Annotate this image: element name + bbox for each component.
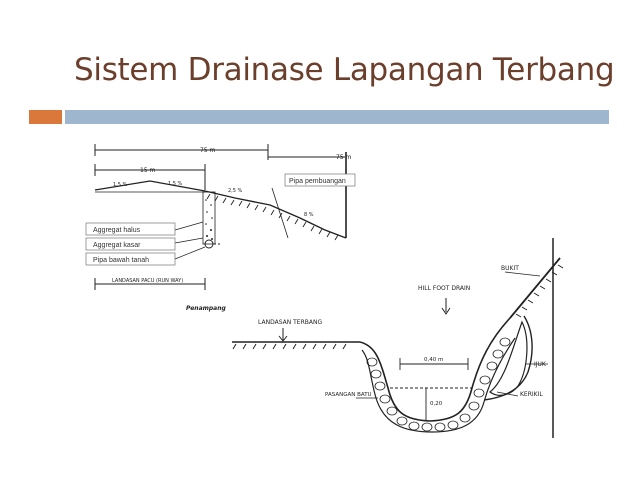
label-fibre: IJUK: [534, 361, 547, 368]
gravel-layer: [489, 320, 528, 396]
label-slope-left: 1,5 %: [113, 182, 128, 188]
label-slope-right: 1,5 %: [168, 181, 183, 187]
label-hill: BUKIT: [501, 265, 519, 272]
subdrain-trench: [202, 191, 216, 245]
label-pipe-outlet: Pipa pembuangan: [289, 178, 346, 185]
hill-slope: [509, 257, 561, 319]
subdrain-pipe: [204, 239, 214, 249]
title-underline-bar: [65, 110, 609, 124]
label-hill-foot-drain: HILL FOOT DRAIN: [418, 285, 470, 292]
label-underground-pipe: Pipa bawah tanah: [93, 257, 149, 264]
label-dim-right: 75 m: [336, 154, 352, 161]
slope-ground: [204, 190, 347, 239]
label-width: 0,40 m: [424, 357, 443, 363]
box-underground-pipe: [85, 252, 176, 266]
label-coarse-aggregate: Aggregat kasar: [93, 242, 141, 249]
box-coarse-aggregate: [85, 237, 176, 251]
aggregate-fill: [205, 199, 213, 240]
box-fine-aggregate: [85, 222, 176, 236]
label-stone-masonry: PASANGAN BATU: [325, 392, 372, 398]
label-fine-aggregate: Aggregat halus: [93, 227, 141, 234]
label-gravel: KERIKIL: [520, 391, 543, 398]
label-depth: 0,20: [430, 401, 443, 407]
box-pipe-outlet: [284, 173, 356, 187]
label-runway: LANDASAN PACU (RUN WAY): [112, 278, 183, 284]
slide-title: Sistem Drainase Lapangan Terbang: [74, 52, 615, 88]
outlet-pipe-leader: [271, 187, 289, 239]
title-accent-block: [29, 110, 62, 124]
label-slope-far: 8 %: [304, 212, 314, 218]
label-airstrip: LANDASAN TERBANG: [258, 319, 322, 326]
hill-foot-drain-figure: [232, 238, 564, 438]
label-section: Penampang: [186, 305, 226, 312]
fibre-layer: [483, 315, 533, 401]
label-dim-15: 15 m: [140, 167, 156, 174]
drain-channel: [359, 317, 511, 422]
stone-masonry: [366, 337, 511, 432]
label-dim-top: 75 m: [200, 147, 216, 154]
label-slope-mid: 2,5 %: [228, 188, 243, 194]
runway-section-figure: [94, 144, 347, 290]
pavement-crown: [94, 180, 206, 192]
